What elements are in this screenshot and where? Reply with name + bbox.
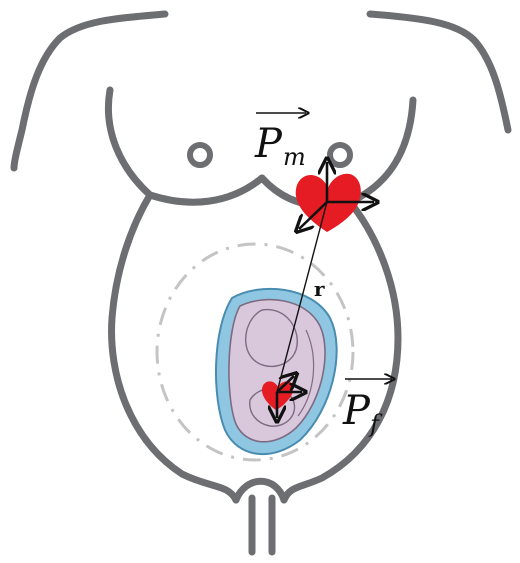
maternal-dipole-symbol: P xyxy=(254,121,283,167)
maternal-dipole-subscript: m xyxy=(283,143,306,171)
body-outline xyxy=(14,14,508,552)
left-nipple xyxy=(190,145,210,165)
right-shoulder-line xyxy=(370,14,508,130)
left-breast-underline xyxy=(150,178,262,202)
fetus-illustration xyxy=(216,289,337,454)
distance-vector-label: r xyxy=(314,277,325,301)
right-nipple xyxy=(330,145,350,165)
left-torso-outline xyxy=(108,90,236,500)
left-shoulder-line xyxy=(14,14,165,168)
crotch-line xyxy=(236,481,284,500)
fetal-dipole-symbol: P xyxy=(342,388,371,434)
maternal-dipole-label: P m xyxy=(254,113,306,171)
